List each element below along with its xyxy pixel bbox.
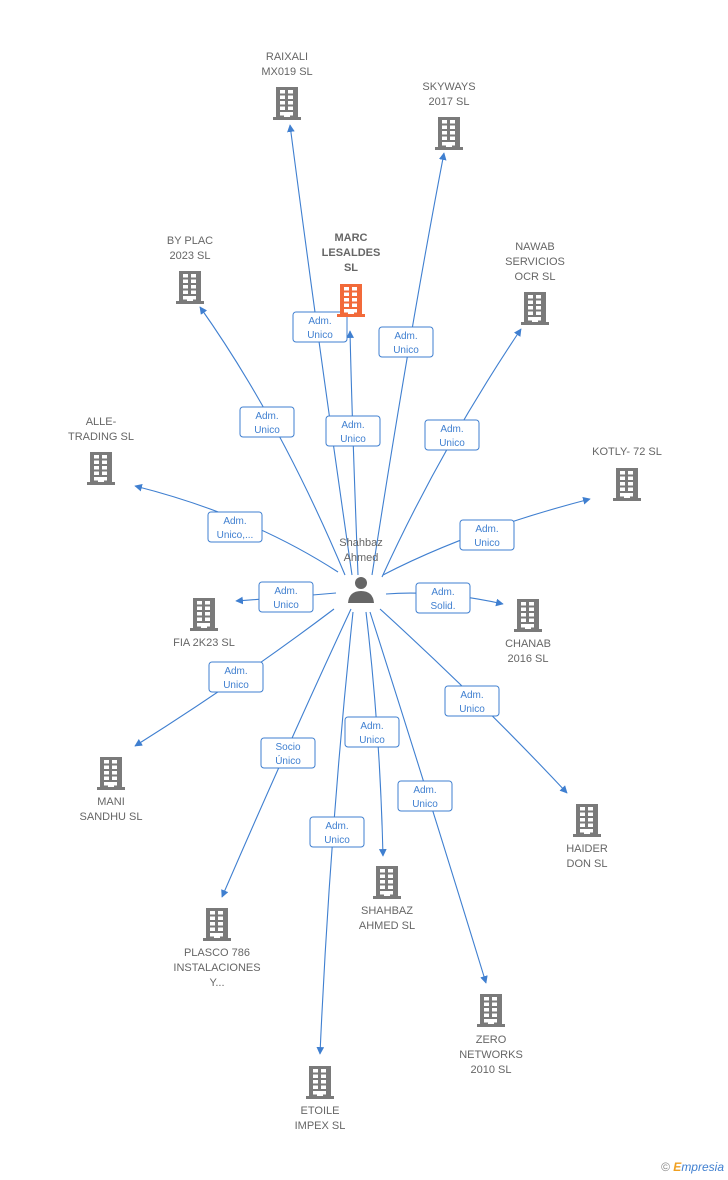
company-building-icon-mani[interactable]: [97, 757, 125, 790]
company-building-icon-byplac[interactable]: [176, 271, 204, 304]
edge-role-text: Adm.Unico: [273, 586, 299, 611]
edge-role-text: Adm.Unico: [307, 316, 333, 341]
edge-role-text: Adm.Unico: [223, 666, 249, 691]
edge-role-text: Adm.Unico: [459, 690, 485, 715]
edge-raixali: [287, 124, 353, 576]
company-label-kotly: KOTLY- 72 SL: [592, 446, 662, 458]
edge-label-etoile[interactable]: Adm.Unico: [309, 816, 365, 848]
company-building-icon-marc[interactable]: [337, 284, 365, 317]
edge-label-zero[interactable]: Adm.Unico: [397, 780, 453, 812]
edge-skyways: [371, 152, 447, 576]
edge-label-mani[interactable]: Adm.Unico: [208, 661, 264, 693]
company-building-icon-fia[interactable]: [190, 598, 218, 631]
edge-role-text: Adm.Unico: [340, 420, 366, 445]
edge-role-text: Adm.Solid.: [430, 587, 455, 612]
edge-role-text: Adm.Unico: [393, 331, 419, 356]
brand-name: mpresia: [681, 1160, 724, 1174]
edge-role-text: Adm.Unico: [412, 785, 438, 810]
edge-role-text: Adm.Unico: [439, 424, 465, 449]
footer-brand: © Empresia: [661, 1160, 724, 1174]
company-building-icon-chanab[interactable]: [514, 599, 542, 632]
edge-label-haider[interactable]: Adm.Unico: [444, 685, 500, 717]
company-label-alle: ALLE-TRADING SL: [68, 416, 134, 443]
copyright-symbol: ©: [661, 1160, 670, 1174]
edge-label-skyways[interactable]: Adm.Unico: [378, 326, 434, 358]
company-building-icon-skyways[interactable]: [435, 117, 463, 150]
company-building-icon-raixali[interactable]: [273, 87, 301, 120]
edge-label-kotly[interactable]: Adm.Unico: [459, 519, 515, 551]
edge-role-text: Adm.Unico: [359, 721, 385, 746]
company-building-icon-plasco[interactable]: [203, 908, 231, 941]
edge-label-marc[interactable]: Adm.Unico: [325, 415, 381, 447]
company-building-icon-alle[interactable]: [87, 452, 115, 485]
edge-label-nawab[interactable]: Adm.Unico: [424, 419, 480, 451]
edge-label-shahbazsl[interactable]: Adm.Unico: [344, 716, 400, 748]
edge-role-text: Adm.Unico: [324, 821, 350, 846]
edge-label-chanab[interactable]: Adm.Solid.: [415, 582, 471, 614]
edge-role-text: Adm.Unico: [474, 524, 500, 549]
company-building-icon-nawab[interactable]: [521, 292, 549, 325]
company-label-fia: FIA 2K23 SL: [173, 637, 235, 649]
edge-nawab: [381, 328, 522, 578]
edge-label-alle[interactable]: Adm.Unico,...: [207, 511, 263, 543]
company-building-icon-kotly[interactable]: [613, 468, 641, 501]
edge-role-text: Adm.Unico,...: [217, 516, 254, 541]
company-building-icon-etoile[interactable]: [306, 1066, 334, 1099]
person-icon[interactable]: [348, 577, 374, 603]
edge-label-fia[interactable]: Adm.Unico: [258, 581, 314, 613]
edge-label-raixali[interactable]: Adm.Unico: [292, 311, 348, 343]
edge-label-byplac[interactable]: Adm.Unico: [239, 406, 295, 438]
edge-role-text: Adm.Unico: [254, 411, 280, 436]
company-building-icon-zero[interactable]: [477, 994, 505, 1027]
brand-initial: E: [673, 1160, 682, 1174]
company-building-icon-shahbazsl[interactable]: [373, 866, 401, 899]
company-building-icon-haider[interactable]: [573, 804, 601, 837]
